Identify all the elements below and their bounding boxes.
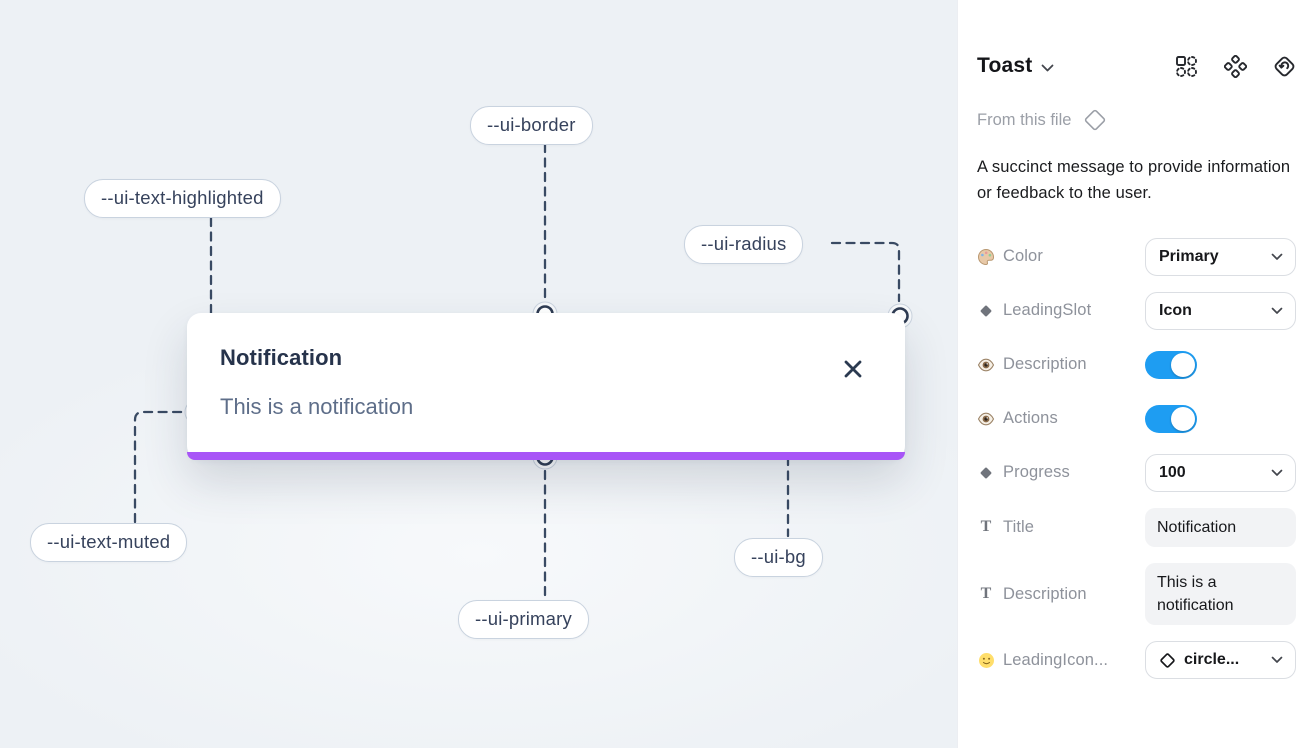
toast-preview[interactable]: Notification This is a notification bbox=[187, 313, 905, 460]
component-set-icon[interactable] bbox=[1224, 54, 1247, 78]
smiley-icon bbox=[977, 651, 995, 669]
close-icon[interactable] bbox=[842, 358, 864, 380]
diamond-outline-icon bbox=[1160, 653, 1175, 668]
connector-ui-text-muted bbox=[133, 410, 184, 524]
eye-icon bbox=[977, 356, 995, 374]
description-input[interactable]: This is a notification bbox=[1145, 562, 1296, 626]
prop-label: Actions bbox=[1003, 409, 1058, 428]
var-label-ui-radius[interactable]: --ui-radius bbox=[684, 225, 804, 264]
prop-row-title: T Title Notification bbox=[977, 507, 1296, 547]
prop-row-color: Color Primary bbox=[977, 237, 1296, 276]
prop-row-description-toggle: Description bbox=[977, 346, 1296, 384]
toast-title: Notification bbox=[220, 345, 343, 370]
prop-row-leadingicon: LeadingIcon... circle... bbox=[977, 641, 1296, 680]
prop-label: Description bbox=[1003, 355, 1087, 374]
prop-row-progress: Progress 100 bbox=[977, 453, 1296, 492]
leadingslot-select[interactable]: Icon bbox=[1145, 291, 1296, 330]
component-name[interactable]: Toast bbox=[977, 54, 1033, 77]
diamond-outline-icon bbox=[1085, 109, 1106, 131]
prop-label: LeadingSlot bbox=[1003, 301, 1092, 320]
prop-label: Progress bbox=[1003, 463, 1070, 482]
diamond-icon bbox=[977, 302, 995, 320]
prop-row-leadingslot: LeadingSlot Icon bbox=[977, 291, 1296, 330]
description-toggle[interactable] bbox=[1145, 350, 1197, 379]
var-label-ui-text-muted[interactable]: --ui-text-muted bbox=[30, 523, 188, 562]
prop-row-actions-toggle: Actions bbox=[977, 400, 1296, 438]
var-label-ui-primary[interactable]: --ui-primary bbox=[458, 600, 589, 639]
prop-label: LeadingIcon... bbox=[1003, 650, 1109, 669]
palette-icon bbox=[977, 248, 995, 266]
component-grid-icon[interactable] bbox=[1175, 55, 1198, 78]
properties-panel: Toast From this file bbox=[957, 0, 1312, 748]
component-description: A succinct message to provide informatio… bbox=[977, 158, 1291, 202]
color-select[interactable]: Primary bbox=[1145, 237, 1296, 276]
toast-progress-bar bbox=[187, 452, 905, 460]
progress-select[interactable]: 100 bbox=[1145, 453, 1296, 492]
chevron-down-icon bbox=[1271, 469, 1283, 476]
text-icon: T bbox=[980, 518, 992, 536]
toast-description: This is a notification bbox=[220, 394, 414, 419]
chevron-down-icon bbox=[1271, 656, 1283, 664]
source-row: From this file bbox=[977, 108, 1296, 132]
design-canvas[interactable]: --ui-text-highlighted --ui-border --ui-r… bbox=[0, 0, 957, 748]
prop-label: Color bbox=[1003, 247, 1043, 266]
panel-header: Toast bbox=[977, 54, 1296, 78]
diamond-icon bbox=[977, 464, 995, 482]
var-label-ui-bg[interactable]: --ui-bg bbox=[734, 538, 823, 577]
eye-icon bbox=[977, 410, 995, 428]
var-label-ui-border[interactable]: --ui-border bbox=[470, 106, 593, 145]
title-input[interactable]: Notification bbox=[1145, 507, 1296, 547]
swap-reset-icon[interactable] bbox=[1273, 55, 1296, 78]
prop-label: Title bbox=[1003, 517, 1035, 536]
chevron-down-icon bbox=[1271, 307, 1283, 314]
source-label: From this file bbox=[977, 110, 1072, 129]
property-list: Color Primary LeadingSlot Icon bbox=[977, 237, 1296, 680]
var-label-ui-text-highlighted[interactable]: --ui-text-highlighted bbox=[84, 179, 281, 218]
connector-ui-radius bbox=[830, 241, 901, 303]
leadingicon-select[interactable]: circle... bbox=[1145, 641, 1296, 680]
prop-row-description-text: T Description This is a notification bbox=[977, 562, 1296, 626]
prop-label: Description bbox=[1003, 584, 1087, 603]
text-icon: T bbox=[980, 585, 992, 603]
chevron-down-icon[interactable] bbox=[1041, 64, 1054, 72]
actions-toggle[interactable] bbox=[1145, 404, 1197, 433]
chevron-down-icon bbox=[1271, 253, 1283, 260]
